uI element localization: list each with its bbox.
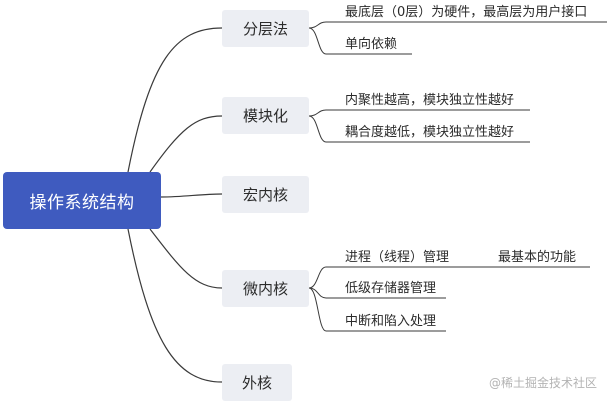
connector-branch-4-leaf-2 (308, 287, 446, 299)
branch-node-exokernel[interactable]: 外核 (222, 364, 292, 401)
branch-node-monolithic[interactable]: 宏内核 (222, 176, 309, 213)
branch-node-label: 外核 (241, 374, 272, 392)
branch-node-label: 分层法 (242, 20, 288, 38)
connector-root-branch-3 (160, 193, 223, 198)
connector-branch-1-leaf-2 (308, 27, 412, 55)
leaf-node[interactable]: 单向依赖 (345, 37, 398, 52)
connector-branch-2-leaf-1 (308, 109, 530, 117)
watermark: @稀土掘金技术社区 (488, 376, 597, 390)
leaf-note: 最基本的功能 (498, 250, 577, 265)
branch-node-modular[interactable]: 模块化 (222, 97, 309, 134)
leaf-node[interactable]: 最底层（0层）为硬件，最高层为用户接口 (345, 5, 588, 20)
connector-branch-4-leaf-1 (308, 266, 590, 289)
connector-root-branch-1 (127, 27, 223, 173)
leaf-node[interactable]: 中断和陷入处理 (345, 314, 437, 329)
branch-node-label: 模块化 (242, 107, 288, 125)
leaf-node[interactable]: 耦合度越低，模块独立性越好 (345, 125, 515, 140)
leaf-node[interactable]: 内聚性越高，模块独立性越好 (345, 93, 515, 108)
connector-branch-4-leaf-3 (308, 287, 446, 332)
branch-node-label: 宏内核 (242, 186, 288, 204)
connector-root-branch-5 (127, 228, 223, 383)
connector-branch-2-leaf-2 (308, 115, 530, 143)
leaf-node[interactable]: 低级存储器管理 (345, 281, 437, 296)
connector-root-branch-2 (149, 115, 223, 173)
branch-node-layered[interactable]: 分层法 (222, 10, 309, 47)
root-node[interactable]: 操作系统结构 (3, 172, 161, 229)
branch-node-microkernel[interactable]: 微内核 (222, 270, 309, 307)
branch-node-label: 微内核 (242, 280, 288, 298)
connector-branch-1-leaf-1 (308, 21, 607, 29)
connector-root-branch-4 (149, 228, 223, 289)
leaf-node[interactable]: 进程（线程）管理 (345, 250, 450, 265)
root-node-label: 操作系统结构 (29, 193, 135, 213)
